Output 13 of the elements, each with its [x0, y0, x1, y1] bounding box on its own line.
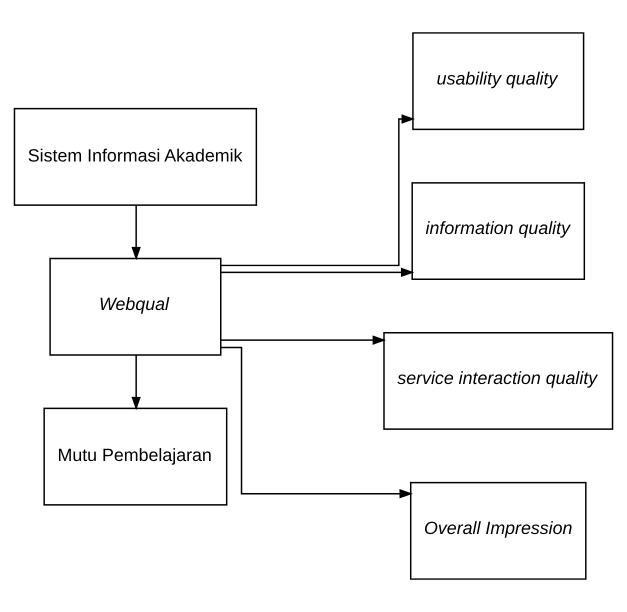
node-box: information quality — [411, 182, 586, 280]
arrow — [220, 335, 386, 345]
arrow — [220, 268, 414, 278]
node-box: Sistem Informasi Akademik — [14, 108, 258, 206]
arrow — [131, 205, 141, 260]
node-box: usability quality — [412, 32, 584, 130]
node-box: Overall Impression — [410, 482, 587, 580]
node-box: service interaction quality — [383, 332, 614, 430]
arrow — [221, 346, 413, 498]
arrow — [220, 114, 415, 266]
node-box: Mutu Pembelajaran — [43, 408, 228, 506]
node-box: Webqual — [49, 258, 222, 356]
arrow — [131, 355, 141, 410]
